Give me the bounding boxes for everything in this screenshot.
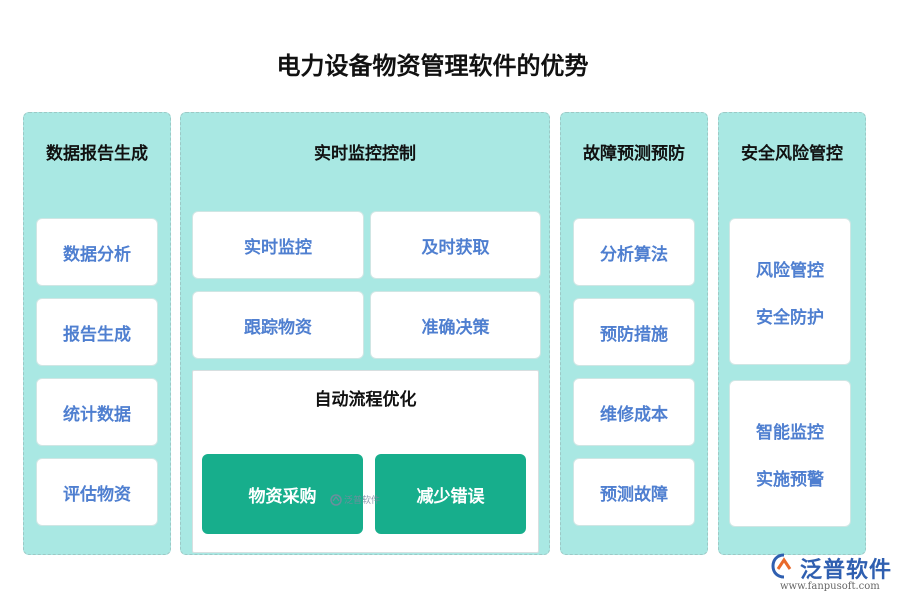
sub-heading: 自动流程优化 bbox=[314, 390, 417, 410]
item-card: 维修成本 bbox=[573, 378, 695, 446]
panel-data-report: 数据报告生成 数据分析 报告生成 统计数据 评估物资 bbox=[23, 112, 171, 555]
item-card: 统计数据 bbox=[36, 378, 158, 446]
panel-realtime-monitor: 实时监控控制 实时监控 及时获取 跟踪物资 准确决策 自动流程优化 物资采购 减… bbox=[180, 112, 550, 555]
item-card: 评估物资 bbox=[36, 458, 158, 526]
green-card: 减少错误 bbox=[375, 454, 526, 534]
panel-safety-risk: 安全风险管控 风险管控 安全防护 智能监控 实施预警 bbox=[718, 112, 866, 555]
watermark-text: 泛普软件 bbox=[344, 496, 381, 506]
item-card: 及时获取 bbox=[370, 211, 541, 279]
group-item: 安全防护 bbox=[756, 307, 824, 328]
group-item: 实施预警 bbox=[756, 469, 824, 490]
group-item: 智能监控 bbox=[756, 422, 824, 443]
logo-url: www.fanpusoft.com bbox=[780, 581, 880, 592]
item-card: 准确决策 bbox=[370, 291, 541, 359]
panel-heading: 实时监控控制 bbox=[314, 144, 416, 164]
item-card: 分析算法 bbox=[573, 218, 695, 286]
diagram-title: 电力设备物资管理软件的优势 bbox=[276, 52, 589, 80]
group-card: 智能监控 实施预警 bbox=[729, 380, 851, 527]
item-card: 预防措施 bbox=[573, 298, 695, 366]
auto-process-box: 自动流程优化 物资采购 减少错误 bbox=[192, 370, 539, 553]
panel-heading: 数据报告生成 bbox=[46, 144, 148, 164]
panel-fault-prediction: 故障预测预防 分析算法 预防措施 维修成本 预测故障 bbox=[560, 112, 708, 555]
watermark-logo-icon bbox=[330, 493, 342, 506]
brand-logo: 泛普软件 www.fanpusoft.com bbox=[770, 552, 895, 598]
item-card: 报告生成 bbox=[36, 298, 158, 366]
item-card: 实时监控 bbox=[192, 211, 364, 279]
item-card: 跟踪物资 bbox=[192, 291, 364, 359]
logo-name: 泛普软件 bbox=[800, 558, 893, 583]
item-card: 数据分析 bbox=[36, 218, 158, 286]
panel-heading: 安全风险管控 bbox=[741, 144, 843, 164]
item-card: 预测故障 bbox=[573, 458, 695, 526]
fanpu-logo-icon bbox=[771, 553, 792, 579]
group-item: 风险管控 bbox=[756, 260, 824, 281]
watermark-center: 泛普软件 bbox=[330, 493, 380, 506]
group-card: 风险管控 安全防护 bbox=[729, 218, 851, 365]
panel-heading: 故障预测预防 bbox=[583, 144, 685, 164]
